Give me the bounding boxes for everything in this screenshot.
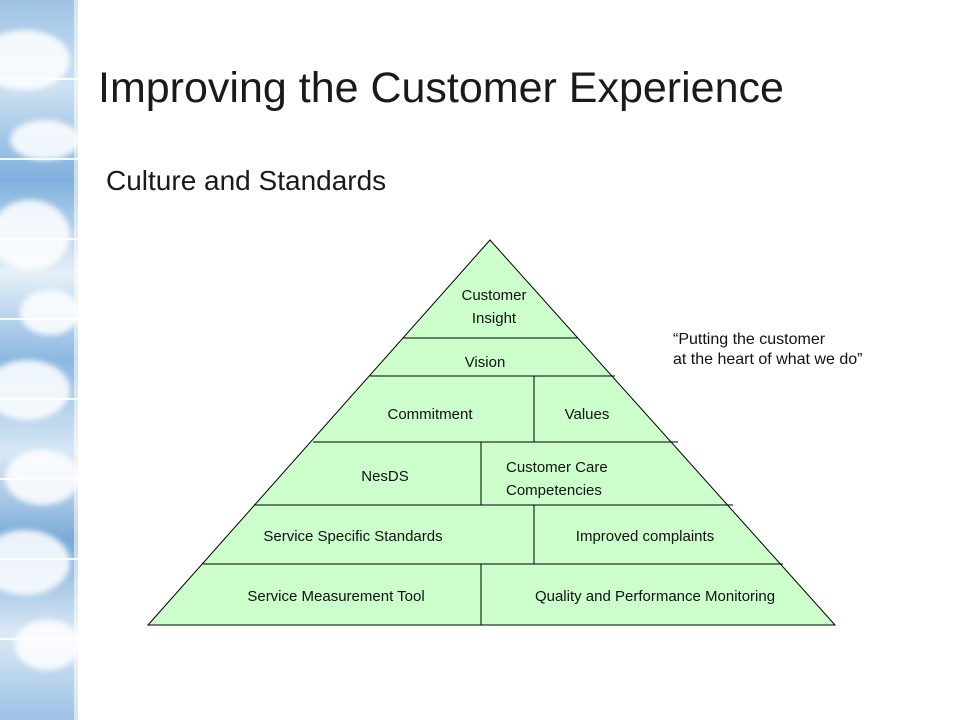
- quote-line-1: “Putting the customer: [673, 331, 826, 348]
- quote-text: “Putting the customer at the heart of wh…: [673, 330, 862, 370]
- tier-label-nesds: NesDS: [361, 468, 409, 485]
- tier-label-quality-performance: Quality and Performance Monitoring: [535, 588, 775, 605]
- tier-label-service-measurement: Service Measurement Tool: [247, 588, 424, 605]
- tier-label-vision: Vision: [465, 354, 506, 371]
- tier-label-customer: Customer: [461, 287, 526, 304]
- tier-label-improved-complaints: Improved complaints: [576, 528, 714, 545]
- tier-label-customer-care: Customer Care: [506, 459, 608, 476]
- tier-label-competencies: Competencies: [506, 482, 602, 499]
- tier-label-service-specific: Service Specific Standards: [263, 528, 442, 545]
- tier-label-commitment: Commitment: [387, 406, 473, 423]
- tier-label-values: Values: [565, 406, 610, 423]
- pyramid-shape: [146, 239, 837, 626]
- tier-label-insight: Insight: [472, 310, 517, 327]
- slide-subtitle: Culture and Standards: [106, 165, 387, 196]
- sky-sidebar-decoration: [0, 0, 78, 720]
- quote-line-2: at the heart of what we do”: [673, 351, 863, 368]
- slide-title: Improving the Customer Experience: [98, 64, 784, 112]
